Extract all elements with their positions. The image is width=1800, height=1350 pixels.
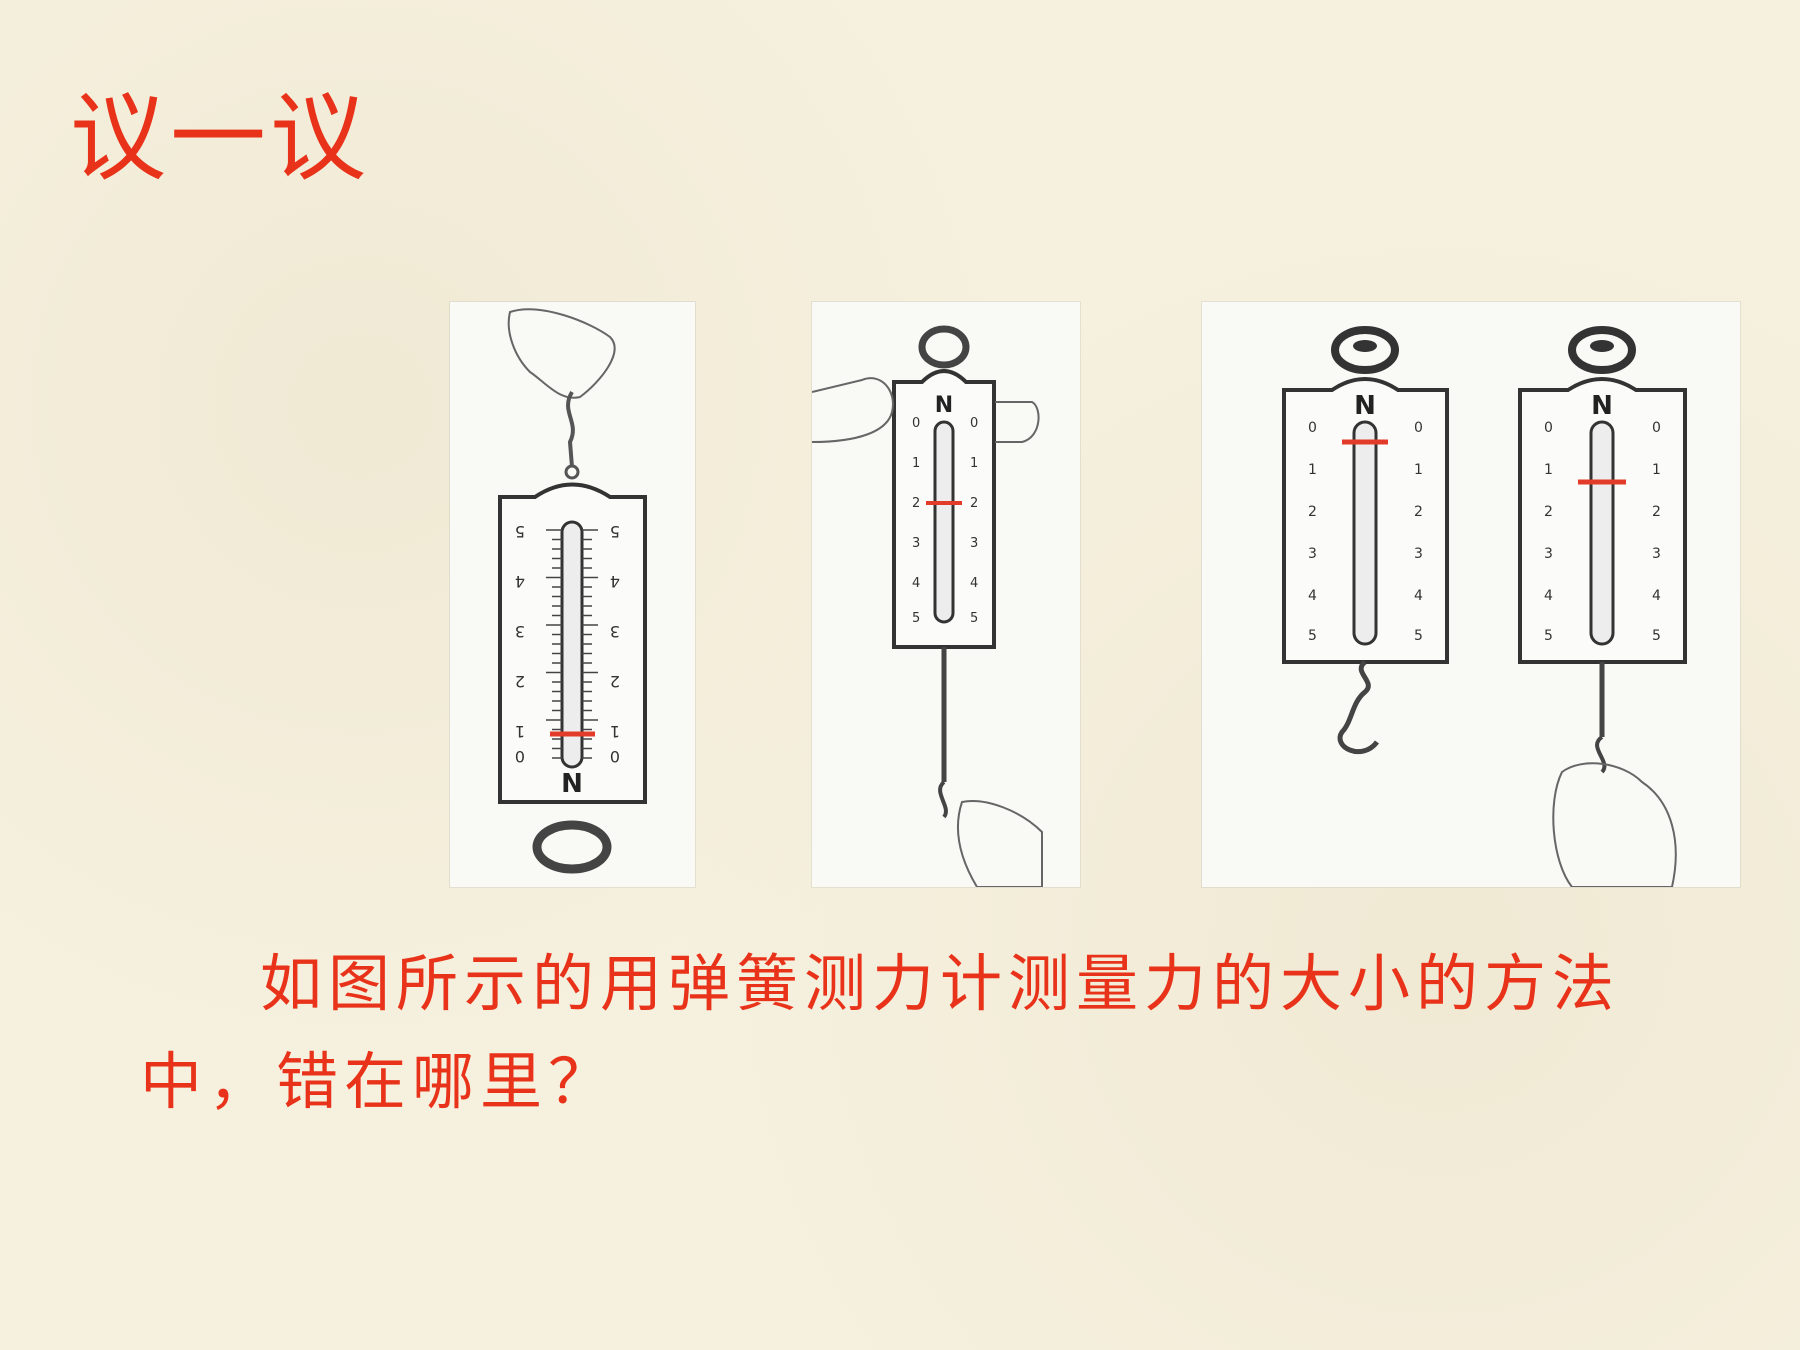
scale-label: 0 (610, 747, 620, 766)
scale-label: 4 (912, 576, 920, 591)
scale-label: 1 (610, 722, 620, 741)
slide-title: 议一议 (70, 82, 370, 194)
scale-label: 3 (1544, 546, 1553, 562)
figure-sideways-held-scale: N 0 1 2 3 4 5 0 1 2 3 4 5 (812, 302, 1080, 887)
scale-label: 4 (1414, 588, 1423, 604)
scale-label: 2 (1414, 504, 1423, 520)
scale-label: 2 (1308, 504, 1317, 520)
scale-labels-left: 0 1 2 3 4 5 (1308, 420, 1317, 644)
scale-label: 5 (610, 522, 620, 541)
scale-label: 0 (912, 416, 920, 431)
scale-label: 3 (515, 622, 525, 641)
scale-label: 0 (1652, 420, 1661, 436)
scale-label: 3 (1414, 546, 1423, 562)
scale-label: 4 (1652, 588, 1661, 604)
unit-label: N (561, 769, 583, 799)
scale-label: 0 (1308, 420, 1317, 436)
scale-label: 5 (1652, 628, 1661, 644)
hand-icon (812, 377, 894, 443)
scale-label: 4 (1544, 588, 1553, 604)
scale-label: 2 (610, 672, 620, 691)
scale-label: 5 (912, 611, 920, 626)
hand-icon (507, 308, 616, 399)
scale-label: 2 (1544, 504, 1553, 520)
unit-label: N (935, 393, 953, 418)
scale-label: 4 (515, 572, 525, 591)
scale-label: 4 (970, 576, 978, 591)
unit-label: N (1354, 391, 1376, 421)
scale-labels-left: 0 1 2 3 4 5 (912, 416, 920, 626)
scale-label: 3 (610, 622, 620, 641)
scale-labels-right: 0 1 2 3 4 5 (1414, 420, 1423, 644)
scale-label: 5 (1544, 628, 1553, 644)
hand-icon (956, 800, 1043, 887)
scale-label: 3 (970, 536, 978, 551)
hand-icon (1552, 762, 1677, 887)
scale-labels-right: 0 1 2 3 4 5 (970, 416, 978, 626)
scale-label: 0 (1414, 420, 1423, 436)
scale-label: 1 (1652, 462, 1661, 478)
figure-two-upright-scales: N 0 1 2 3 4 5 0 1 2 3 4 5 N 0 1 2 (1202, 302, 1740, 887)
scale-label: 4 (610, 572, 620, 591)
scale-labels-left: 5 4 3 2 1 0 (515, 522, 525, 766)
scale-label: 0 (1544, 420, 1553, 436)
figure-inverted-scale: 5 4 3 2 1 0 5 4 3 2 1 0 N (450, 302, 695, 887)
scale-label: 2 (1652, 504, 1661, 520)
scale-label: 2 (970, 496, 978, 511)
scale-label: 4 (1308, 588, 1317, 604)
scale-label: 1 (1414, 462, 1423, 478)
scale-label: 1 (970, 456, 978, 471)
question-body: 如图所示的用弹簧测力计测量力的大小的方法中，错在哪里？ (140, 947, 1621, 1118)
scale-label: 0 (515, 747, 525, 766)
scale-label: 0 (970, 416, 978, 431)
scale-label: 5 (1308, 628, 1317, 644)
scale-label: 2 (515, 672, 525, 691)
scale-label: 1 (1544, 462, 1553, 478)
unit-label: N (1591, 391, 1613, 421)
scale-label: 1 (1308, 462, 1317, 478)
scale-labels-left: 0 1 2 3 4 5 (1544, 420, 1553, 644)
scale-label: 1 (515, 722, 525, 741)
scale-label: 3 (1308, 546, 1317, 562)
scale-labels-right: 5 4 3 2 1 0 (610, 522, 620, 766)
scale-label: 3 (1652, 546, 1661, 562)
scale-labels-right: 0 1 2 3 4 5 (1652, 420, 1661, 644)
scale-label: 5 (970, 611, 978, 626)
scale-label: 2 (912, 496, 920, 511)
scale-label: 1 (912, 456, 920, 471)
scale-label: 5 (1414, 628, 1423, 644)
scale-label: 3 (912, 536, 920, 551)
scale-label: 5 (515, 522, 525, 541)
question-text: 如图所示的用弹簧测力计测量力的大小的方法中，错在哪里？ (140, 935, 1700, 1131)
